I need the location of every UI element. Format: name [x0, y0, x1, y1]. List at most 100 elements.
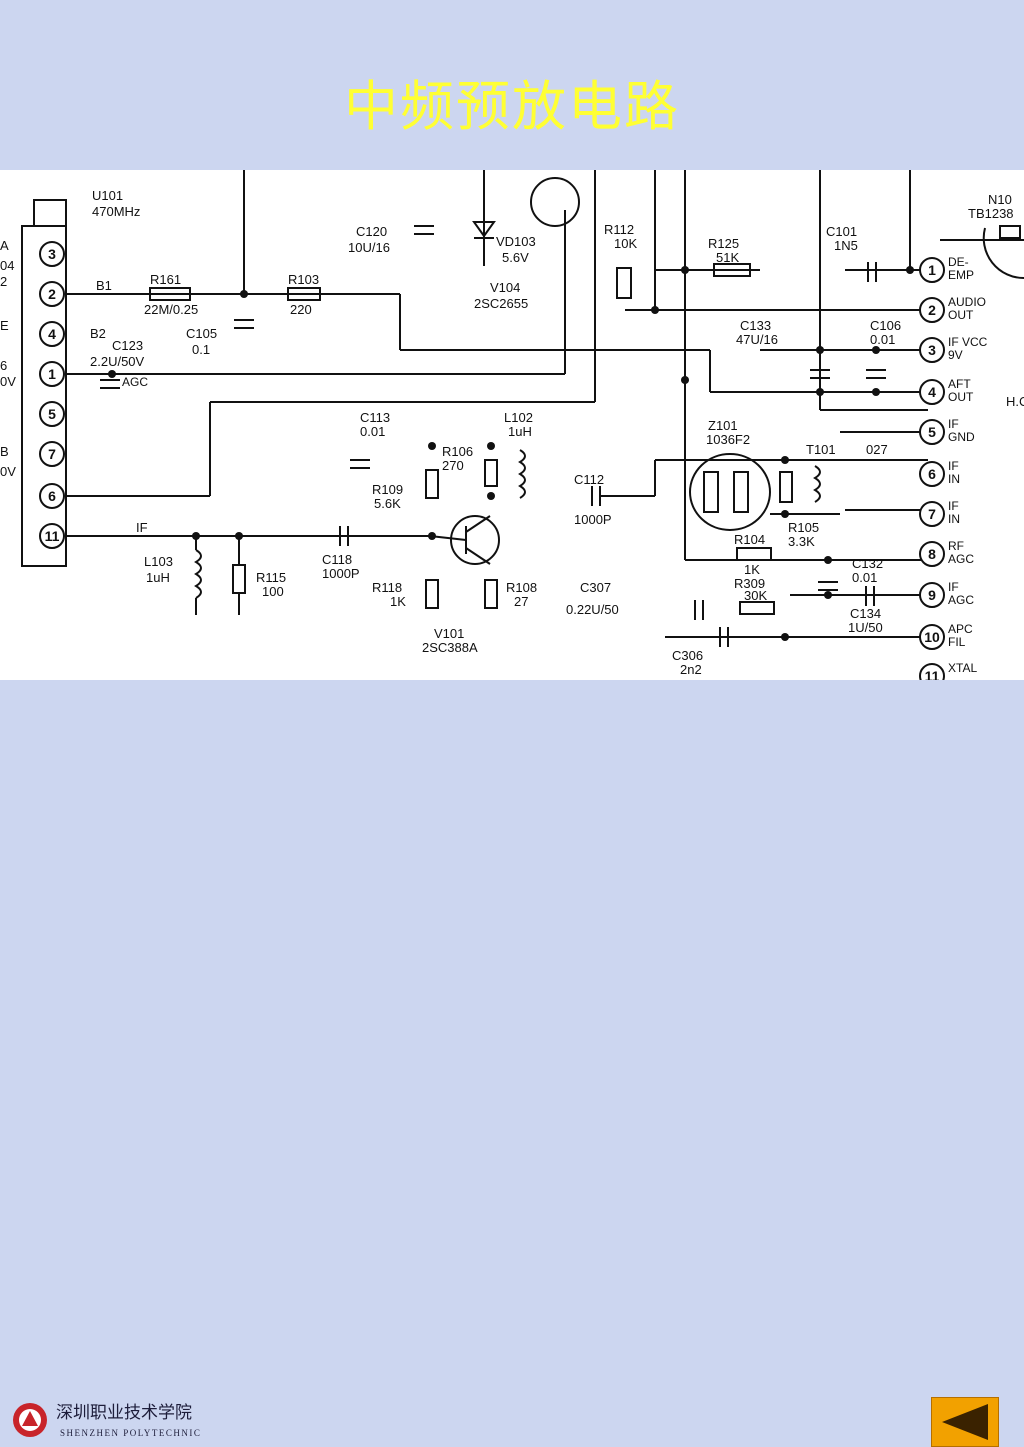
- tuner-ref: U101: [92, 188, 123, 203]
- ic-pin-number: 5: [928, 424, 936, 440]
- component-ref: R118: [372, 580, 402, 595]
- component-ref: C123: [112, 338, 143, 353]
- component-value: 1000P: [322, 566, 360, 581]
- tuner-pin: 6: [48, 488, 56, 504]
- component-value: 30K: [744, 588, 767, 603]
- component-ref: L103: [144, 554, 173, 569]
- component-value: 027: [866, 442, 888, 457]
- component-ref: C106: [870, 318, 901, 333]
- ic-pin-number: 7: [928, 506, 936, 522]
- footer-bar: 深圳职业技术学院 SHENZHEN POLYTECHNIC: [0, 680, 1024, 1447]
- ic-pin-number: 4: [928, 384, 936, 400]
- ic-part: TB1238: [968, 206, 1014, 221]
- slide-title: 中频预放电路: [344, 75, 680, 138]
- component-value: 2.2U/50V: [90, 354, 145, 369]
- component-ref: R105: [788, 520, 819, 535]
- component-ref: C120: [356, 224, 387, 239]
- component-ref: C112: [574, 472, 604, 487]
- component-ref: C105: [186, 326, 217, 341]
- bus-label-b2: B2: [90, 326, 106, 341]
- component-value: 1N5: [834, 238, 858, 253]
- edge-label: 2: [0, 274, 7, 289]
- component-value: 2SC2655: [474, 296, 528, 311]
- tuner-pins: 3 2 4 1 5 7 6 11: [39, 241, 65, 549]
- ic-pin-number: 2: [928, 302, 936, 318]
- component-ref: R125: [708, 236, 739, 251]
- component-ref: C134: [850, 606, 881, 621]
- tuner-pin: 5: [48, 406, 56, 422]
- edge-label: 04: [0, 258, 14, 273]
- component-value: 2n2: [680, 662, 702, 677]
- ic-pin-number: 9: [928, 587, 936, 603]
- tuner-pin: 3: [48, 246, 56, 262]
- component-value: 1U/50: [848, 620, 883, 635]
- edge-label: A: [0, 238, 9, 253]
- component-value: 1036F2: [706, 432, 750, 447]
- tuner-pin: 4: [48, 326, 56, 342]
- component-ref: R104: [734, 532, 765, 547]
- school-name-cn: 深圳职业技术学院: [56, 1403, 192, 1423]
- component-value: 5.6K: [374, 496, 401, 511]
- component-value: 3.3K: [788, 534, 815, 549]
- edge-label: E: [0, 318, 9, 333]
- ic-pins: 1 2 3 4 5 6 7 8 9 10 11: [919, 257, 945, 680]
- edge-label: 0V: [0, 374, 16, 389]
- ic-pin-label: DE-EMP: [948, 255, 974, 282]
- component-value: 0.1: [192, 342, 210, 357]
- component-ref: C118: [322, 552, 352, 567]
- component-ref: R115: [256, 570, 286, 585]
- tuner-pin: 7: [48, 446, 56, 462]
- component-value: 51K: [716, 250, 739, 265]
- ic-pin-number: 3: [928, 342, 936, 358]
- component-ref: VD103: [496, 234, 536, 249]
- component-value: 0.01: [870, 332, 895, 347]
- component-value: 22M/0.25: [144, 302, 198, 317]
- component-ref: C113: [360, 410, 390, 425]
- component-ref: R106: [442, 444, 473, 459]
- component-ref: C307: [580, 580, 611, 595]
- component-value: 5.6V: [502, 250, 529, 265]
- bus-label-b1: B1: [96, 278, 112, 293]
- component-ref: V101: [434, 626, 464, 641]
- ic-pin-label: XTAL: [948, 661, 977, 675]
- ic-pin-number: 11: [925, 668, 940, 680]
- component-ref: R109: [372, 482, 403, 497]
- component-labels: R161 22M/0.25 R103 220 C105 0.1 C123 2.2…: [90, 222, 901, 677]
- tuner-freq: 470MHz: [92, 204, 140, 219]
- component-value: 1uH: [508, 424, 532, 439]
- component-ref: C133: [740, 318, 771, 333]
- ic-ref: N10: [988, 192, 1012, 207]
- component-ref: V104: [490, 280, 520, 295]
- component-value: 10K: [614, 236, 637, 251]
- ic-extra: H.C: [1006, 394, 1024, 409]
- ic-pin-number: 8: [928, 546, 936, 562]
- left-edge-labels: A 04 2 E 6 0V B 0V: [0, 238, 16, 479]
- tuner-pin: 2: [48, 286, 56, 302]
- edge-label: B: [0, 444, 9, 459]
- component-value: 47U/16: [736, 332, 778, 347]
- ic-pin-number: 10: [924, 629, 940, 645]
- component-value: 220: [290, 302, 312, 317]
- component-value: 1K: [390, 594, 406, 609]
- tuner-pin: 1: [48, 366, 56, 382]
- tuner-pin: 11: [45, 528, 60, 544]
- edge-label: 0V: [0, 464, 16, 479]
- ic-pin-number: 6: [928, 466, 936, 482]
- component-ref: T101: [806, 442, 836, 457]
- school-logo: 深圳职业技术学院 SHENZHEN POLYTECHNIC: [10, 1398, 270, 1442]
- circuit-schematic: 3 2 4 1 5 7 6 11 A 04 2 E 6 0V B 0V U101…: [0, 170, 1024, 680]
- component-ref: R112: [604, 222, 634, 237]
- component-value: 10U/16: [348, 240, 390, 255]
- component-value: 270: [442, 458, 464, 473]
- back-button[interactable]: [931, 1397, 999, 1447]
- component-value: 1K: [744, 562, 760, 577]
- component-value: 27: [514, 594, 528, 609]
- ic-pin-number: 1: [928, 262, 936, 278]
